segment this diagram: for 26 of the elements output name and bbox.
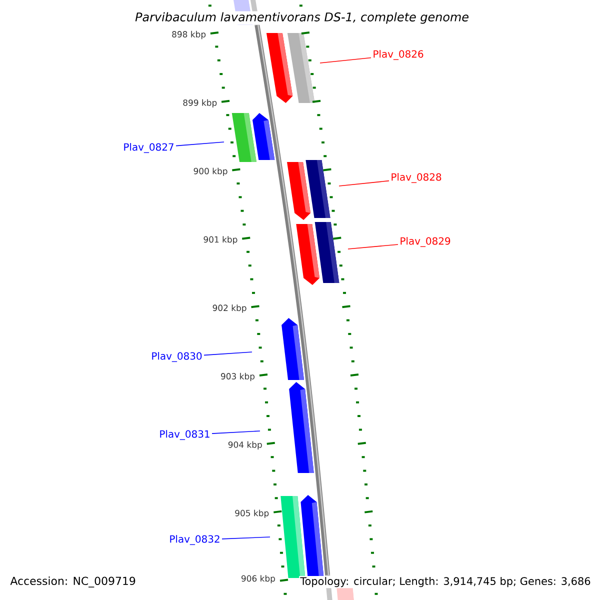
leader-line	[320, 57, 372, 64]
accession-label: Accession: NC_009719	[10, 576, 136, 588]
scale-label: 903 kbp	[221, 372, 255, 382]
scale-label: 902 kbp	[212, 304, 246, 313]
gene-label: Plav_0829	[400, 237, 450, 247]
gene-label: Plav_0827	[124, 143, 174, 153]
scale-label: 906 kbp	[242, 575, 275, 584]
scale-label: 901 kbp	[204, 236, 238, 244]
leader-line	[176, 142, 224, 146]
gene-label: Plav_0831	[160, 430, 210, 440]
title: Parvibaculum lavamentivorans DS-1, complete genome	[134, 11, 470, 25]
gene-label: Plav_0832	[170, 535, 220, 545]
gene-label: Plav_0828	[392, 173, 442, 183]
scale-label: 899 kbp	[183, 99, 217, 108]
gene-label: Plav_0826	[374, 50, 424, 60]
scale-label: 905 kbp	[235, 510, 269, 518]
scale-label: 900 kbp	[194, 168, 228, 176]
leader-line	[338, 180, 390, 186]
leader-line	[212, 430, 260, 434]
leader-line	[204, 352, 252, 356]
scale-label: 898 kbp	[172, 30, 206, 40]
leader-line	[222, 536, 270, 540]
leader-line	[348, 244, 398, 250]
genome-info-label: Topology: circular; Length: 3,914,745 bp; Genes: 3,686	[299, 576, 592, 588]
gene-label: Plav_0830	[152, 352, 202, 362]
scale-label: 904 kbp	[228, 441, 262, 450]
